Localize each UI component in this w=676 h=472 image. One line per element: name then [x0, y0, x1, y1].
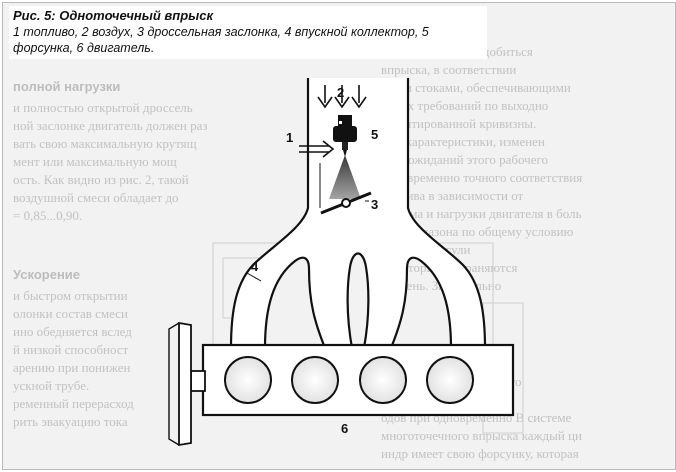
bg-heading-load: полной нагрузки — [13, 79, 121, 94]
bg-text-line: й низкой способност — [13, 342, 129, 357]
throttle-valve — [320, 191, 372, 215]
intake-manifold — [229, 78, 487, 350]
flywheel — [168, 321, 206, 447]
bg-text-line: арению при понижен — [13, 360, 131, 375]
air-arrows — [317, 85, 367, 109]
fuel-arrow — [299, 140, 335, 158]
cylinder-2 — [291, 356, 339, 404]
callout-engine: 6 — [341, 421, 348, 436]
fuel-injector — [333, 115, 357, 157]
injection-diagram: 1 2 3 4 5 6 — [168, 78, 524, 447]
bg-text-line: рить эвакуацию тока — [13, 414, 128, 429]
bg-text-line: ременный перерасход — [13, 396, 134, 411]
callout-manifold: 4 — [251, 259, 259, 274]
fuel-spray — [329, 155, 361, 199]
caption-title: Рис. 5: Одноточечный впрыск — [13, 8, 214, 23]
caption-description: 1 топливо, 2 воздух, 3 дроссельная засло… — [13, 25, 429, 55]
bg-text-line: и полностью открытой дроссель — [13, 100, 193, 115]
bg-text-line: многоточечного впрыска каждый ци — [381, 428, 583, 443]
bg-text-line: олонки состав смеси — [13, 306, 128, 321]
bg-text-line: = 0,85...0,90. — [13, 208, 83, 223]
bg-text-line: ной заслонке двигатель должен раз — [13, 118, 208, 133]
bg-text-line: ускной трубе. — [13, 378, 90, 393]
bg-text-line: воздушной смеси обладает до — [13, 190, 179, 205]
cylinder-3 — [359, 356, 407, 404]
bg-text-line: ино обедняется вслед — [13, 324, 132, 339]
cylinder-1 — [224, 356, 272, 404]
callout-air: 2 — [337, 85, 344, 100]
callout-throttle: 3 — [371, 197, 378, 212]
bg-text-line: ость. Как видно из рис. 2, такой — [13, 172, 189, 187]
bg-text-line: и быстром открытии — [13, 288, 128, 303]
cylinder-bores — [224, 356, 474, 404]
cylinder-4 — [426, 356, 474, 404]
leader-lines — [246, 200, 369, 282]
bg-text-line: индр имеет свою форсунку, которая — [381, 446, 579, 461]
bg-text-line: мент или максимальную мощ — [13, 154, 177, 169]
callout-fuel: 1 — [286, 130, 293, 145]
bg-heading-accel: Ускорение — [13, 267, 81, 282]
callout-injector: 5 — [371, 127, 378, 142]
bg-text-line: вать свою максимальную крутящ — [13, 136, 197, 151]
figure-caption: Рис. 5: Одноточечный впрыск 1 топливо, 2… — [9, 6, 487, 59]
bg-text-line: впрыска, в соответствии — [381, 62, 517, 77]
